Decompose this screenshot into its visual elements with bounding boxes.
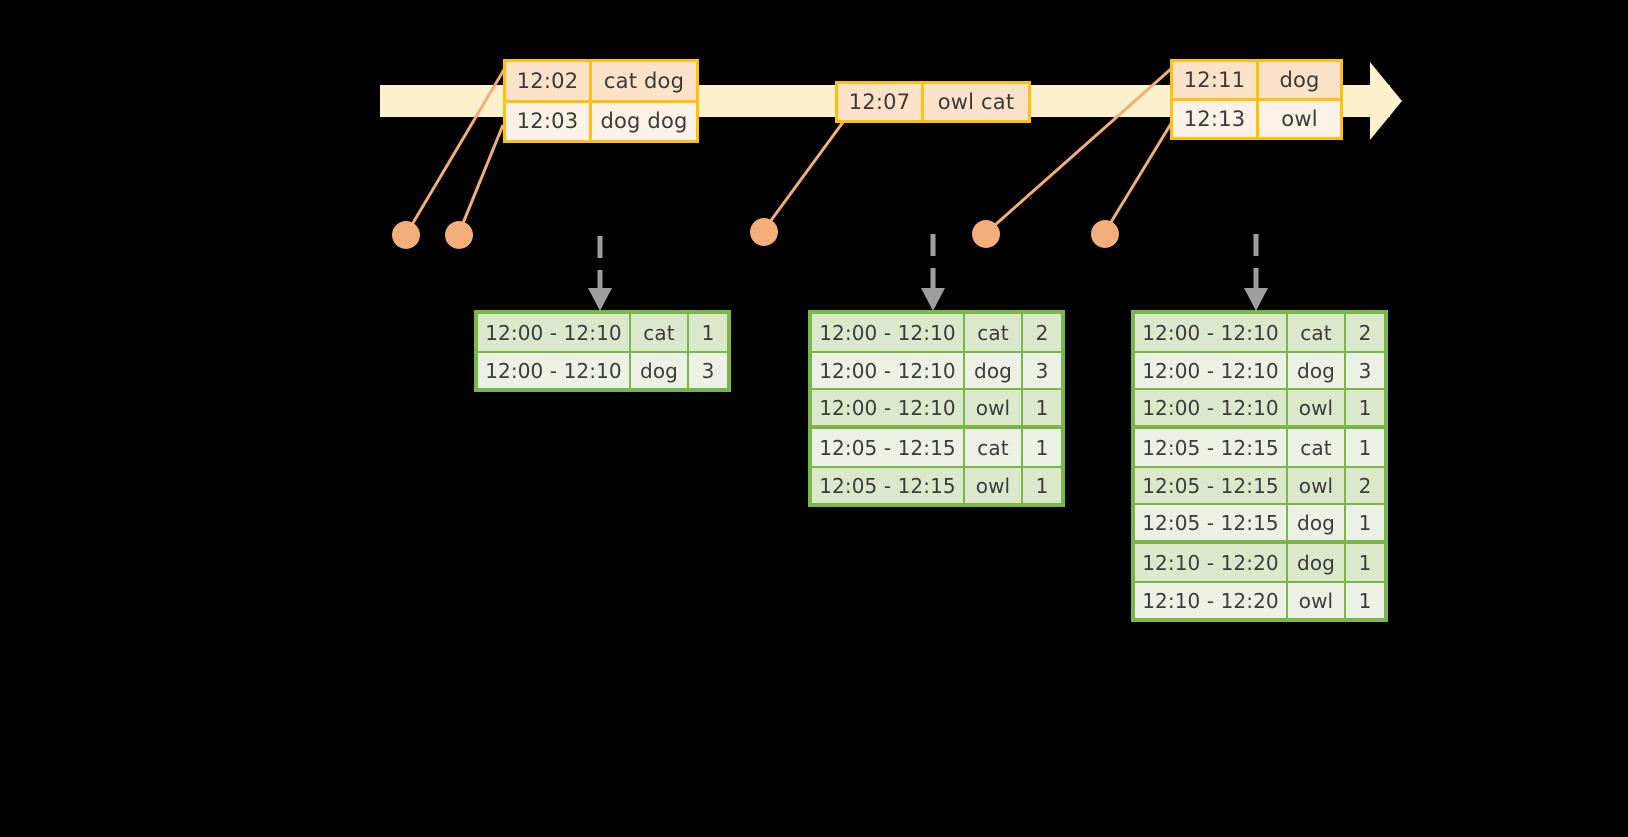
table-cell-key: cat	[965, 314, 1023, 351]
table-cell-window: 12:00 - 12:10	[812, 390, 965, 425]
table-cell-key: dog	[1288, 544, 1346, 581]
table-cell-key: dog	[1288, 353, 1346, 388]
event-words: cat dog	[592, 62, 696, 100]
table-cell-count: 2	[1346, 468, 1384, 503]
table-cell-window: 12:10 - 12:20	[1135, 583, 1288, 618]
event-words: owl cat	[924, 84, 1028, 120]
event-row[interactable]: 12:13 owl	[1173, 98, 1340, 137]
table-cell-count: 1	[1346, 429, 1384, 466]
dashed-arrow-table-1	[588, 236, 612, 311]
event-box-group-2[interactable]: 12:07 owl cat	[835, 81, 1031, 123]
table-cell-key: dog	[1288, 505, 1346, 540]
event-words: dog dog	[592, 102, 696, 140]
table-cell-key: dog	[631, 353, 689, 388]
table-cell-key: cat	[1288, 429, 1346, 466]
table-cell-key: owl	[1288, 468, 1346, 503]
event-time: 12:13	[1173, 101, 1259, 137]
table-cell-window: 12:00 - 12:10	[812, 314, 965, 351]
event-time: 12:07	[838, 84, 924, 120]
table-cell-key: dog	[965, 353, 1023, 388]
event-box-group-3[interactable]: 12:11 dog 12:13 owl	[1170, 59, 1343, 140]
table-cell-window: 12:05 - 12:15	[812, 429, 965, 466]
table-cell-window: 12:00 - 12:10	[478, 353, 631, 388]
table-cell-count: 1	[1346, 390, 1384, 425]
connector-line-12-13	[1103, 121, 1174, 233]
table-cell-window: 12:05 - 12:15	[1135, 429, 1288, 466]
table-cell-window: 12:00 - 12:10	[812, 353, 965, 388]
event-dot-12-13	[1091, 220, 1119, 248]
table-cell-window: 12:05 - 12:15	[1135, 468, 1288, 503]
table-cell-count: 2	[1023, 314, 1061, 351]
table-cell-key: cat	[631, 314, 689, 351]
table-cell-count: 1	[1023, 468, 1061, 503]
event-time: 12:11	[1173, 62, 1259, 98]
event-box-group-1[interactable]: 12:02 cat dog 12:03 dog dog	[503, 59, 699, 143]
table-cell-count: 1	[1346, 505, 1384, 540]
table-cell-count: 3	[1346, 353, 1384, 388]
table-cell-window: 12:10 - 12:20	[1135, 544, 1288, 581]
event-row[interactable]: 12:03 dog dog	[506, 99, 696, 140]
timeline-arrowhead	[1370, 62, 1402, 140]
event-row[interactable]: 12:07 owl cat	[838, 84, 1028, 120]
dashed-arrow-table-2	[921, 234, 945, 311]
table-cell-count: 3	[1023, 353, 1061, 388]
connector-line-12-02	[405, 67, 507, 234]
event-words: dog	[1259, 62, 1340, 98]
table-cell-key: cat	[1288, 314, 1346, 351]
event-row[interactable]: 12:11 dog	[1173, 62, 1340, 98]
table-cell-count: 2	[1346, 314, 1384, 351]
table-cell-count: 1	[1023, 429, 1061, 466]
table-cell-window: 12:00 - 12:10	[1135, 314, 1288, 351]
table-cell-key: owl	[965, 468, 1023, 503]
table-cell-count: 1	[689, 314, 727, 351]
event-dot-12-02	[392, 221, 420, 249]
table-cell-window: 12:00 - 12:10	[1135, 353, 1288, 388]
table-cell-key: owl	[1288, 583, 1346, 618]
table-cell-count: 1	[1346, 544, 1384, 581]
table-cell-window: 12:00 - 12:10	[1135, 390, 1288, 425]
table-cell-key: owl	[965, 390, 1023, 425]
table-cell-window: 12:05 - 12:15	[812, 468, 965, 503]
table-cell-key: owl	[1288, 390, 1346, 425]
event-dot-12-03	[445, 221, 473, 249]
event-dot-12-11	[972, 220, 1000, 248]
table-cell-count: 1	[1346, 583, 1384, 618]
table-cell-window: 12:00 - 12:10	[478, 314, 631, 351]
event-dot-12-07	[750, 218, 778, 246]
table-cell-key: cat	[965, 429, 1023, 466]
event-time: 12:02	[506, 62, 592, 100]
table-cell-window: 12:05 - 12:15	[1135, 505, 1288, 540]
table-cell-count: 3	[689, 353, 727, 388]
dashed-arrow-table-3	[1244, 234, 1268, 311]
event-words: owl	[1259, 101, 1340, 137]
table-cell-count: 1	[1023, 390, 1061, 425]
connector-line-12-03	[457, 124, 505, 234]
event-row[interactable]: 12:02 cat dog	[506, 62, 696, 100]
event-time: 12:03	[506, 102, 592, 140]
